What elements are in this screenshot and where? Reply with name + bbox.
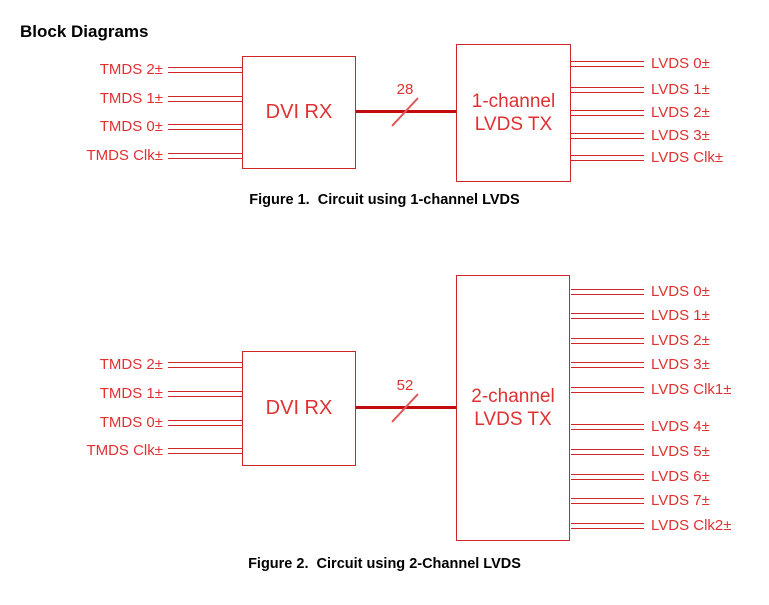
fig2-output-lvds3-pair-line (571, 362, 644, 368)
fig2-input-tmds2-label: TMDS 2± (99, 355, 163, 373)
fig1-output-lvds3-pair-line (571, 132, 644, 139)
fig2-output-lvds2-label: LVDS 2± (651, 331, 710, 349)
fig2-input-tmds0-pair-line (168, 419, 242, 426)
fig1-input-tmds1-label: TMDS 1± (99, 89, 163, 107)
fig2-output-lvdsclk2-label: LVDS Clk2± (651, 516, 732, 534)
fig2-output-lvds0-label: LVDS 0± (651, 282, 710, 300)
fig2-output-lvds7-pair-line (571, 498, 644, 504)
fig1-dvi-rx-box-label: DVI RX (265, 101, 333, 123)
fig2-input-tmdsclk-pair-line (168, 448, 242, 454)
fig1-lvds-tx-box-label-line1: 1-channel (471, 91, 556, 112)
fig2-output-lvdsclk2-pair-line (571, 522, 644, 529)
fig2-output-lvds1-pair-line (571, 313, 644, 319)
fig1-output-lvds1-pair-line (571, 86, 644, 93)
page-title: Block Diagrams (20, 22, 149, 41)
figure1-caption: Figure 1. Circuit using 1-channel LVDS (249, 192, 520, 208)
fig2-bus-width-label: 52 (396, 377, 414, 394)
fig2-output-lvds5-pair-line (571, 448, 644, 455)
fig1-output-lvdsclk-label: LVDS Clk± (651, 148, 724, 166)
fig2-dvi-rx-box: DVI RX (242, 351, 356, 466)
fig1-output-lvds2-pair-line (571, 109, 644, 116)
fig1-output-lvds0-pair-line (571, 60, 644, 67)
fig2-output-lvds3-label: LVDS 3± (651, 356, 710, 373)
fig1-output-lvds2-label: LVDS 2± (651, 103, 710, 121)
fig1-lvds-tx-box: 1-channel LVDS TX (456, 44, 571, 182)
fig1-input-tmds2-pair-line (168, 66, 242, 73)
fig2-output-lvds4-pair-line (571, 424, 644, 430)
fig2-output-lvds4-label: LVDS 4± (651, 418, 710, 435)
fig2-lvds-tx-box-label-line2: LVDS TX (474, 409, 552, 430)
fig1-output-lvds1-label: LVDS 1± (651, 80, 710, 98)
fig2-output-lvds6-label: LVDS 6± (651, 467, 710, 485)
fig2-input-tmds1-pair-line (168, 390, 242, 397)
figure2-caption: Figure 2. Circuit using 2-Channel LVDS (248, 556, 521, 572)
fig2-output-lvds1-label: LVDS 1± (651, 307, 710, 324)
fig2-output-lvds7-label: LVDS 7± (651, 492, 710, 509)
fig1-lvds-tx-box-label-line2: LVDS TX (474, 114, 553, 135)
fig1-input-tmdsclk-label: TMDS Clk± (86, 146, 163, 164)
fig2-output-lvdsclk1-label: LVDS Clk1± (651, 380, 732, 398)
fig1-input-tmds2-label: TMDS 2± (99, 60, 163, 78)
fig2-output-lvds2-pair-line (571, 337, 644, 344)
fig2-input-tmds2-pair-line (168, 361, 242, 368)
fig1-input-tmdsclk-pair-line (168, 152, 242, 159)
fig2-lvds-tx-box: 2-channel LVDS TX (456, 275, 570, 541)
fig1-input-tmds1-pair-line (168, 95, 242, 102)
fig1-bus-width-label: 28 (396, 81, 414, 98)
fig1-output-lvds3-label: LVDS 3± (651, 126, 710, 144)
fig1-input-tmds0-label: TMDS 0± (99, 118, 163, 135)
fig2-input-tmds0-label: TMDS 0± (99, 413, 163, 431)
fig1-output-lvdsclk-pair-line (571, 154, 644, 161)
fig2-output-lvds5-label: LVDS 5± (651, 442, 710, 460)
fig2-input-tmds1-label: TMDS 1± (99, 384, 163, 402)
fig2-output-lvds6-pair-line (571, 473, 644, 480)
fig2-lvds-tx-box-label-line1: 2-channel (471, 386, 555, 407)
fig1-dvi-rx-box: DVI RX (242, 56, 356, 169)
fig2-dvi-rx-box-label: DVI RX (265, 397, 333, 419)
fig2-output-lvds0-pair-line (571, 288, 644, 295)
fig2-input-tmdsclk-label: TMDS Clk± (86, 442, 163, 459)
fig2-output-lvdsclk1-pair-line (571, 386, 644, 393)
fig1-output-lvds0-label: LVDS 0± (651, 54, 710, 72)
fig1-input-tmds0-pair-line (168, 124, 242, 130)
